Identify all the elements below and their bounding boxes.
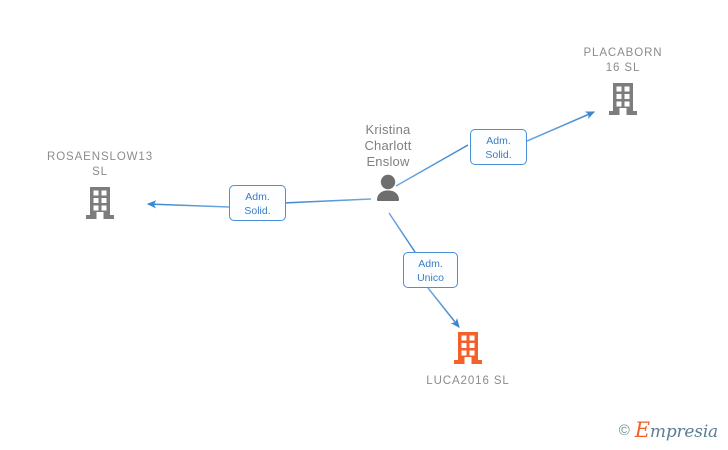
person-icon [377,174,399,201]
copyright-icon: © [618,421,630,439]
building-icon [86,187,114,219]
brand-name: Empresia [635,418,718,442]
node-label-person: Kristina Charlott Enslow [364,122,412,169]
building-icon [609,83,637,115]
node-label-rosaenslow13: ROSAENSLOW13 SL [46,151,154,178]
edge-label-luca2016[interactable]: Adm. Unico [403,252,458,288]
node-company-rosaenslow13[interactable]: ROSAENSLOW13 SL [30,150,170,225]
edge-segment-luca2016-inner [388,212,416,253]
node-label-luca2016: LUCA2016 SL [426,375,510,387]
empresia-watermark: © Empresia [619,418,718,442]
node-company-placaborn[interactable]: PLACABORN 16 SL [553,46,693,121]
node-person-kristina[interactable]: Kristina Charlott Enslow [318,122,458,206]
node-label-placaborn: PLACABORN 16 SL [583,47,663,74]
edge-segment-luca2016-outer [427,287,460,328]
node-company-luca2016[interactable]: LUCA2016 SL [398,330,538,389]
brand-initial: E [634,418,650,442]
edge-label-rosaenslow13[interactable]: Adm. Solid. [229,185,286,221]
building-icon [454,332,482,364]
brand-rest: mpresia [649,422,718,442]
edge-label-placaborn[interactable]: Adm. Solid. [470,129,527,165]
